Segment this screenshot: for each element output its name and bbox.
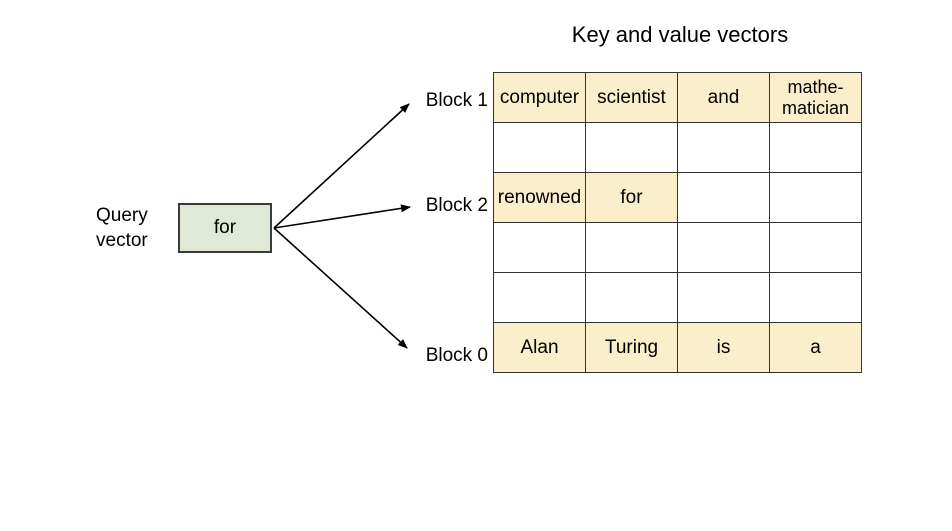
query-vector-label-line1: Query (96, 205, 148, 226)
table-cell[interactable]: renowned (493, 172, 586, 223)
table-cell[interactable]: Alan (493, 322, 586, 373)
table-cell[interactable]: Turing (585, 322, 678, 373)
block-label-0: Block 0 (425, 345, 488, 366)
table-cell[interactable] (677, 222, 770, 273)
arrow-to-block-2 (273, 204, 411, 229)
table-cell[interactable] (769, 222, 862, 273)
table-cell[interactable] (493, 272, 586, 323)
table-cell[interactable] (769, 272, 862, 323)
arrow-to-block-0 (273, 227, 408, 349)
query-vector-label-line2: vector (96, 230, 148, 251)
query-vector-label: Query vector (96, 203, 176, 253)
table-row (493, 272, 862, 323)
table-cell[interactable] (769, 122, 862, 173)
table-cell[interactable] (585, 222, 678, 273)
arrow-to-block-1 (273, 103, 410, 229)
table-cell[interactable] (677, 122, 770, 173)
query-vector-box[interactable]: for (178, 203, 272, 253)
table-cell[interactable] (493, 122, 586, 173)
table-row (493, 222, 862, 273)
table-cell[interactable]: computer (493, 72, 586, 123)
table-cell[interactable]: a (769, 322, 862, 373)
table-cell[interactable]: scientist (585, 72, 678, 123)
table-cell[interactable]: for (585, 172, 678, 223)
table-cell[interactable]: is (677, 322, 770, 373)
table-cell[interactable] (677, 172, 770, 223)
table-cell[interactable] (769, 172, 862, 223)
table-cell[interactable] (677, 272, 770, 323)
table-cell[interactable] (585, 272, 678, 323)
page-title: Key and value vectors (571, 22, 789, 47)
block-label-1: Block 1 (425, 90, 488, 111)
block-label-2: Block 2 (425, 195, 488, 216)
table-cell[interactable]: mathe-matician (769, 72, 862, 123)
query-vector-token: for (213, 217, 237, 238)
table-cell[interactable] (585, 122, 678, 173)
table-row (493, 122, 862, 173)
table-cell[interactable]: and (677, 72, 770, 123)
table-cell[interactable] (493, 222, 586, 273)
